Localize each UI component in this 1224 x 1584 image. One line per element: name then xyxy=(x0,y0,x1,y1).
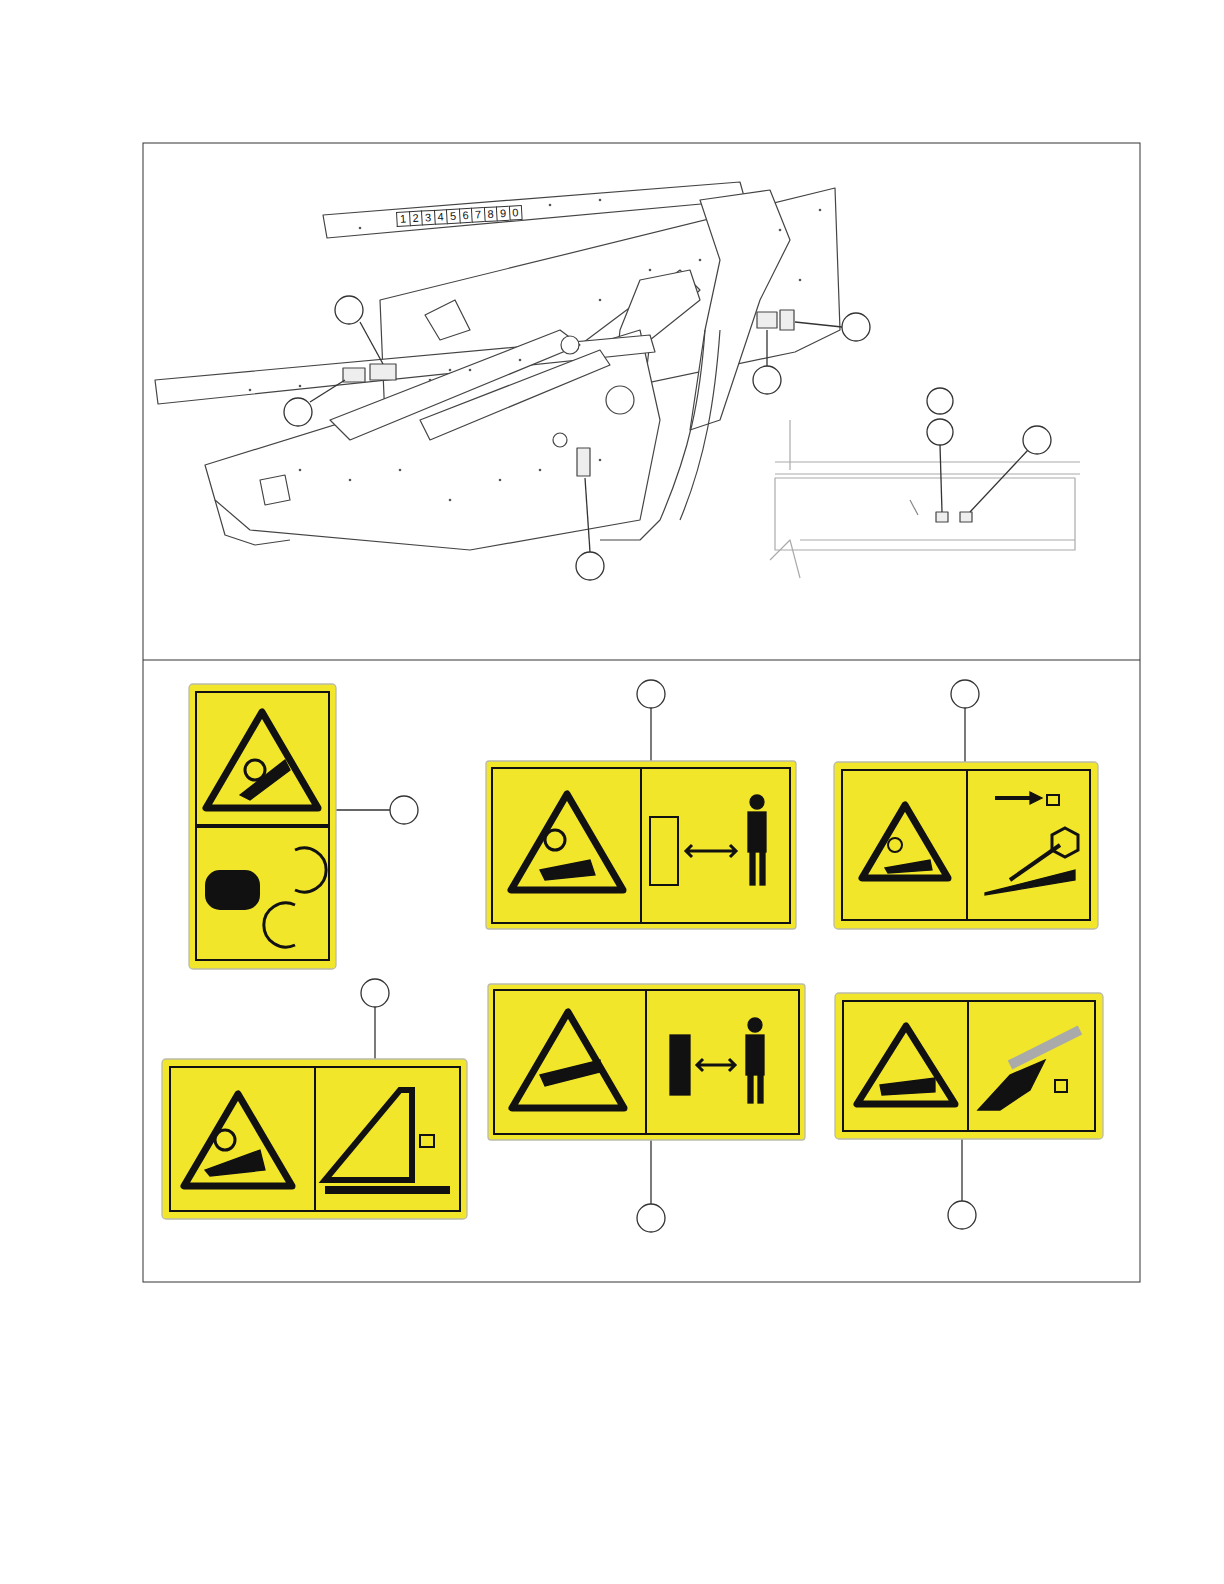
ruler-digit: 3 xyxy=(421,210,434,226)
ruler-digit: 6 xyxy=(458,208,471,224)
frame xyxy=(143,143,1140,1282)
callout-circles xyxy=(284,296,1051,580)
ruler-digit: 2 xyxy=(408,211,421,227)
ruler-digit: 7 xyxy=(471,207,484,223)
header-drawing xyxy=(155,182,1080,578)
divider xyxy=(143,660,1140,661)
ruler-digit: 8 xyxy=(483,206,496,222)
ruler-digit: 1 xyxy=(396,211,409,227)
ruler-digit: 4 xyxy=(433,209,446,225)
ruler-digit: 9 xyxy=(496,206,509,222)
ruler-digit: 0 xyxy=(508,205,522,221)
safety-decals xyxy=(162,680,1103,1232)
ruler-digit: 5 xyxy=(446,209,459,225)
